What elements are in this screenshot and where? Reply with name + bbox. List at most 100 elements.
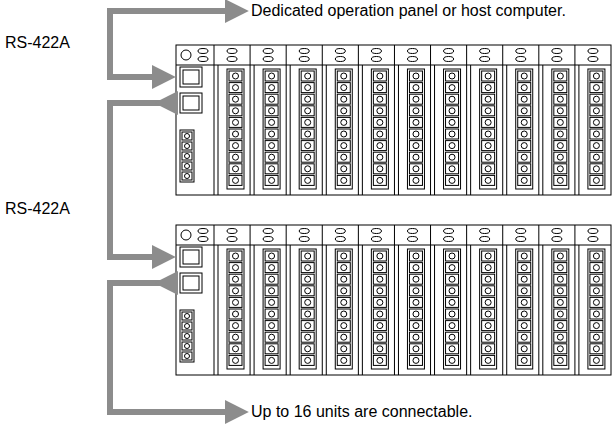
rack-stroke	[409, 175, 422, 185]
rack-stroke	[590, 71, 603, 81]
rack-stroke	[482, 263, 495, 273]
rack-stroke	[233, 288, 239, 294]
rack-stroke	[286, 45, 287, 195]
interface-label: RS-422A	[4, 200, 71, 218]
rack-stroke	[521, 166, 527, 172]
rack-stroke	[518, 344, 531, 354]
rack-stroke	[198, 57, 208, 62]
rack-stroke	[335, 237, 345, 242]
rack-stroke	[183, 70, 199, 84]
rack-stroke	[229, 152, 242, 162]
rack-stroke	[485, 73, 491, 79]
rack-stroke	[446, 297, 459, 307]
rack-stroke	[250, 45, 251, 195]
rack-stroke	[337, 129, 350, 139]
rack-stroke	[337, 94, 350, 104]
rack-stroke	[373, 152, 386, 162]
rack-stroke	[233, 166, 239, 172]
rack-stroke	[269, 154, 275, 160]
rack-stroke	[341, 357, 347, 363]
rack-stroke	[373, 286, 386, 296]
rack-stroke	[521, 346, 527, 352]
rack-stroke	[446, 152, 459, 162]
rack-stroke	[521, 143, 527, 149]
rack-stroke	[554, 117, 567, 127]
rack-stroke	[337, 286, 350, 296]
terminal-block	[407, 69, 424, 189]
rack-stroke	[341, 288, 347, 294]
rack-stroke	[263, 229, 273, 234]
rack-stroke	[446, 332, 459, 342]
rack-stroke	[552, 237, 562, 242]
rack-stroke	[413, 276, 419, 282]
rack-stroke	[466, 45, 467, 195]
rack-stroke	[341, 346, 347, 352]
rack-stroke	[229, 106, 242, 116]
rack-stroke	[554, 71, 567, 81]
rack-stroke	[305, 288, 311, 294]
rack-stroke	[341, 311, 347, 317]
indicator	[181, 230, 191, 240]
rack-stroke	[557, 143, 563, 149]
rack-stroke	[377, 311, 383, 317]
rack-stroke	[233, 143, 239, 149]
rack-stroke	[305, 108, 311, 114]
rack-stroke	[521, 96, 527, 102]
rack-stroke	[542, 245, 543, 375]
connector	[180, 273, 202, 293]
rack-stroke	[373, 117, 386, 127]
rack-stroke	[229, 71, 242, 81]
rack-stroke	[482, 355, 495, 365]
rack-stroke	[521, 108, 527, 114]
rack-stroke	[552, 57, 562, 62]
rack-stroke	[590, 164, 603, 174]
rack-stroke	[590, 355, 603, 365]
rack-stroke	[337, 83, 350, 93]
rack-stroke	[265, 117, 278, 127]
rack-stroke	[485, 119, 491, 125]
rack-stroke	[593, 265, 599, 271]
rack-stroke	[305, 119, 311, 125]
rack-stroke	[214, 45, 215, 195]
rack-stroke	[305, 73, 311, 79]
rack-stroke	[485, 143, 491, 149]
rack-stroke	[185, 314, 190, 319]
rack-stroke	[554, 274, 567, 284]
rack-stroke	[593, 311, 599, 317]
rack-stroke	[377, 166, 383, 172]
rack-stroke	[446, 263, 459, 273]
rack-stroke	[265, 274, 278, 284]
rack-stroke	[301, 83, 314, 93]
rack-stroke	[263, 237, 273, 242]
rack-stroke	[408, 229, 418, 234]
rack-stroke	[518, 129, 531, 139]
rack-stroke	[521, 299, 527, 305]
rack-stroke	[265, 297, 278, 307]
rack-stroke	[269, 85, 275, 91]
rack-stroke	[265, 94, 278, 104]
rack-stroke	[485, 323, 491, 329]
rack-stroke	[413, 143, 419, 149]
terminal-block	[371, 69, 388, 189]
rack-stroke	[305, 85, 311, 91]
rack-stroke	[341, 143, 347, 149]
rack-stroke	[480, 49, 490, 54]
rack-stroke	[373, 175, 386, 185]
rack-stroke	[341, 334, 347, 340]
rack-stroke	[176, 245, 611, 246]
rack-stroke	[269, 119, 275, 125]
rack-stroke	[482, 106, 495, 116]
rack-stroke	[305, 299, 311, 305]
rack-stroke	[341, 73, 347, 79]
rack-stroke	[409, 106, 422, 116]
rack-stroke	[305, 154, 311, 160]
rack-stroke	[554, 297, 567, 307]
rack-stroke	[265, 83, 278, 93]
rack-stroke	[408, 237, 418, 242]
rack-stroke	[183, 96, 199, 110]
rack-stroke	[552, 229, 562, 234]
rack-stroke	[593, 73, 599, 79]
rack-stroke	[233, 346, 239, 352]
rack-stroke	[409, 286, 422, 296]
